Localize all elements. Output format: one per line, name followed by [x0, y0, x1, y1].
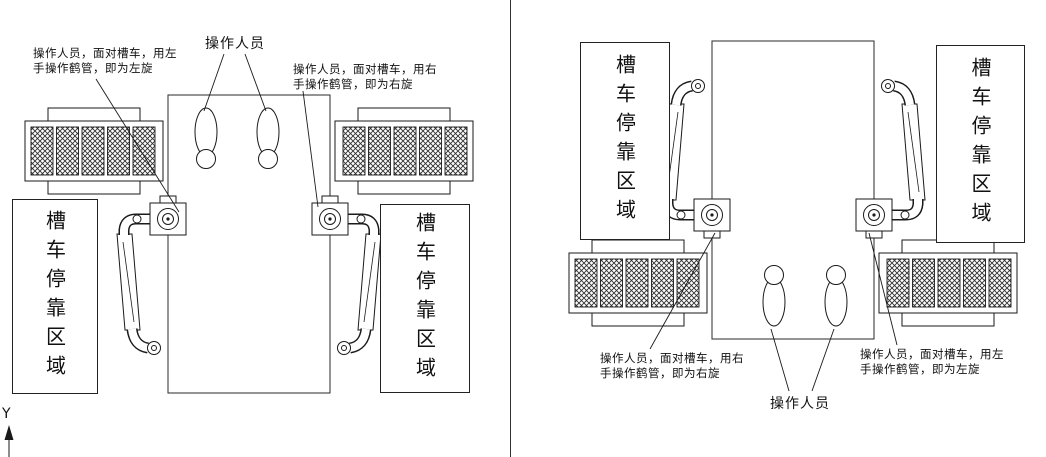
parking-zone-box-left-2: 槽车停靠区域 [380, 204, 470, 393]
parking-zone-label: 槽车停靠区域 [612, 54, 637, 228]
parking-zone-label: 槽车停靠区域 [412, 211, 437, 386]
leader-operator-left-a [203, 53, 225, 112]
annotation-right-rotation-2: 操作人员，面对槽车，用右 手操作鹤管，即为右旋 [600, 351, 744, 381]
leader-right-annotation-left [649, 232, 716, 350]
parking-zone-box-right-2: 槽车停靠区域 [936, 45, 1025, 243]
leader-operator-left-b [244, 53, 267, 112]
y-axis-label: Y [2, 406, 11, 422]
annotation-right-rotation: 操作人员，面对槽车，用右 手操作鹤管，即为右旋 [293, 62, 437, 92]
leader-left-annotation-right [302, 90, 319, 208]
operator-label-left-diagram: 操作人员 [205, 36, 265, 52]
parking-zone-box-right-1: 槽车停靠区域 [580, 42, 670, 240]
parking-zone-label: 槽车停靠区域 [968, 57, 992, 231]
parking-zone-label: 槽车停靠区域 [42, 209, 67, 384]
operator-label-right-diagram: 操作人员 [770, 396, 830, 412]
leader-operator-right-b [811, 328, 835, 392]
leader-left-annotation-left [95, 78, 180, 213]
leader-operator-right-a [770, 328, 790, 392]
y-axis-indicator [4, 425, 14, 457]
parking-zone-box-left-1: 槽车停靠区域 [12, 199, 98, 394]
leader-right-annotation-right [868, 232, 898, 346]
annotation-left-rotation-2: 操作人员，面对槽车，用左 手操作鹤管，即为左旋 [860, 347, 1004, 377]
annotation-left-rotation: 操作人员，面对槽车，用左 手操作鹤管，即为左旋 [33, 46, 177, 76]
y-axis-arrowhead [4, 425, 14, 440]
